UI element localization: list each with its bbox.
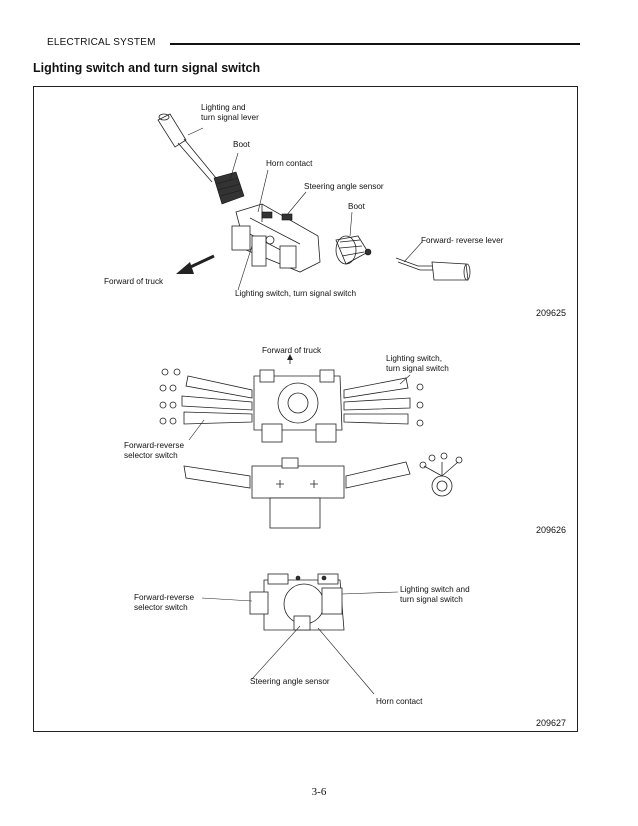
label-forward-of-truck-2: Forward of truck [262,346,322,355]
switch-top-view [159,354,424,443]
label-horn-contact: Horn contact [266,159,313,168]
label-selector-switch-3: Forward-reverse selector switch [134,593,195,612]
switch-bottom-view [249,573,345,631]
label-lighting-switch-2: Lighting switch, turn signal switch [386,354,449,373]
forward-arrow [176,254,215,274]
fr-lever-drawing [395,257,471,281]
boot2-drawing [335,235,372,265]
section-header: ELECTRICAL SYSTEM [47,37,156,48]
figure-number-1: 209625 [536,308,567,318]
label-forward-reverse-lever: Forward- reverse lever [421,236,504,245]
label-steering-angle-sensor-3: Steering angle sensor [250,677,330,686]
switch-assembly-drawing [231,203,321,273]
boot1-drawing [213,171,245,205]
label-horn-contact-3: Horn contact [376,697,423,706]
label-lever: Lighting and turn signal lever [201,103,259,122]
label-boot-2: Boot [348,202,365,211]
figure-number-2: 209626 [536,525,567,535]
label-boot-1: Boot [233,140,250,149]
switch-front-view [183,452,463,529]
figure-number-3: 209627 [536,718,567,728]
label-lighting-switch-3: Lighting switch and turn signal switch [400,585,470,604]
header-rule [170,43,580,45]
label-steering-angle-sensor: Steering angle sensor [304,182,384,191]
label-selector-switch-2: Forward-reverse selector switch [124,441,185,460]
label-forward-of-truck: Forward of truck [104,277,164,286]
figure-frame [33,86,578,732]
label-lighting-switch: Lighting switch, turn signal switch [235,289,357,298]
page-subtitle: Lighting switch and turn signal switch [33,61,261,75]
page-number: 3-6 [311,786,327,798]
lever-drawing [157,113,217,183]
